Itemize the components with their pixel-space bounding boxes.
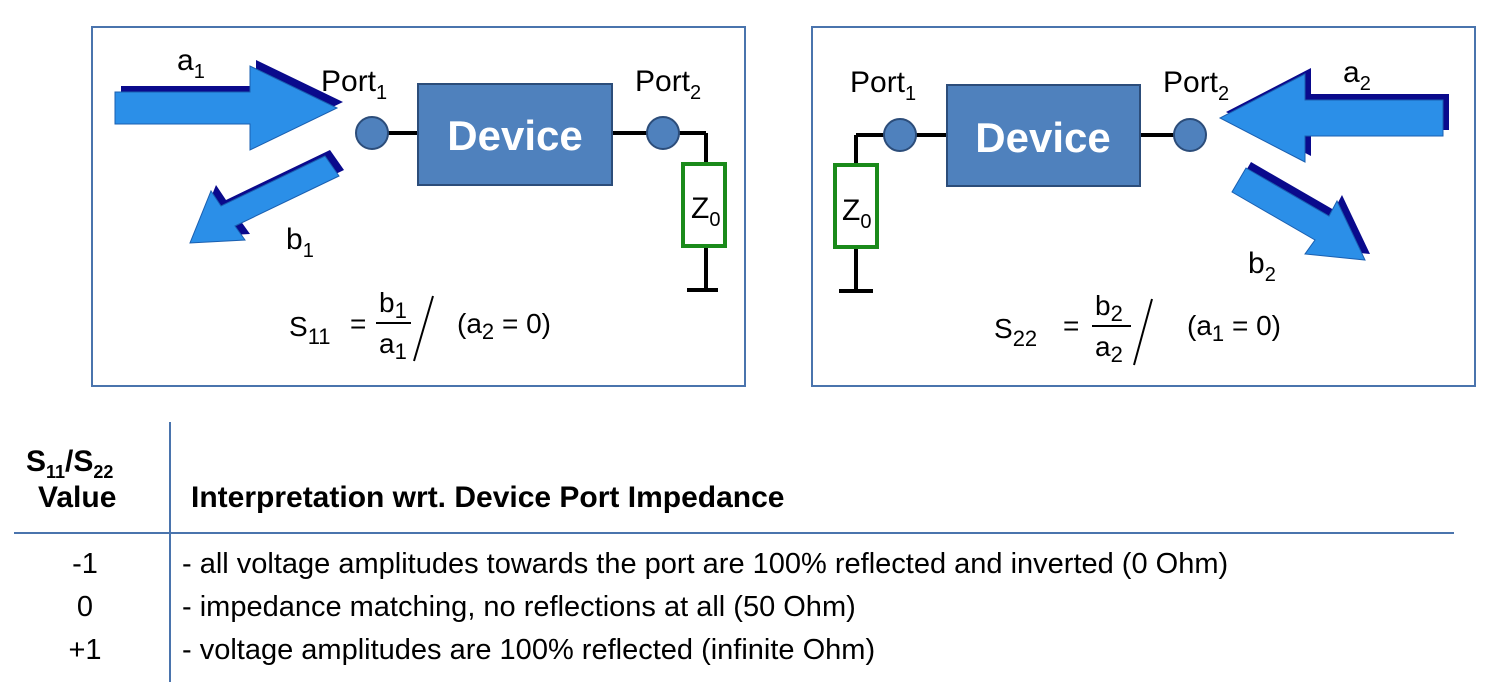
svg-text:S11: S11 xyxy=(289,311,331,349)
svg-text:(a1 = 0): (a1 = 0) xyxy=(1187,310,1281,346)
reflected-wave-arrow xyxy=(1231,162,1370,261)
header-interpretation: Interpretation wrt. Device Port Impedanc… xyxy=(191,481,785,514)
svg-text:Z0: Z0 xyxy=(842,194,871,233)
s11-equation: S11 = b1 a1 (a2 = 0) xyxy=(289,287,551,364)
svg-text:Z0: Z0 xyxy=(691,192,720,231)
port2-subscript: 2 xyxy=(690,82,701,104)
port2-terminal xyxy=(1173,118,1207,152)
reflected-wave-arrow xyxy=(189,150,344,244)
reflected-label: b xyxy=(286,223,303,256)
port2-subscript: 2 xyxy=(1218,83,1229,105)
device-box xyxy=(946,84,1141,187)
port1-subscript: 1 xyxy=(376,82,387,104)
s22-diagram: Device Z0 a2 b2 Port1 Port2 S22 = b2 a2 … xyxy=(833,56,1449,367)
header-value-line2: Value xyxy=(38,481,117,514)
incident-subscript: 1 xyxy=(194,61,205,83)
svg-text:a1: a1 xyxy=(177,44,205,83)
incident-label: a xyxy=(177,44,194,77)
load-impedance xyxy=(833,163,879,249)
svg-text:a2: a2 xyxy=(1343,56,1371,95)
svg-text:b1: b1 xyxy=(286,223,314,262)
load-impedance xyxy=(681,162,727,248)
svg-text:=: = xyxy=(1063,310,1079,341)
port1-label: Port xyxy=(850,66,906,99)
load-label: Z xyxy=(691,192,709,225)
s11-diagram-panel: Device Z0 a1 b1 Port1 Port2 S11 = b1 a1 … xyxy=(91,26,746,387)
port2-terminal xyxy=(646,116,680,150)
svg-text:Port2: Port2 xyxy=(635,65,701,104)
load-subscript: 0 xyxy=(709,209,720,231)
row-interpretation: - voltage amplitudes are 100% reflected … xyxy=(182,634,876,666)
svg-text:a1: a1 xyxy=(379,328,407,364)
reflected-subscript: 2 xyxy=(1265,264,1276,286)
s22-diagram-panel: Device Z0 a2 b2 Port1 Port2 S22 = b2 a2 … xyxy=(811,26,1476,387)
svg-text:b2: b2 xyxy=(1095,290,1123,326)
svg-text:Port2: Port2 xyxy=(1163,66,1229,105)
port1-terminal xyxy=(355,116,389,150)
svg-text:=: = xyxy=(350,308,366,339)
reflected-subscript: 1 xyxy=(303,240,314,262)
svg-text:(a2 = 0): (a2 = 0) xyxy=(457,308,551,344)
row-value: 0 xyxy=(76,591,94,623)
svg-text:b1: b1 xyxy=(379,287,407,323)
svg-text:b2: b2 xyxy=(1248,247,1276,286)
incident-wave-arrow xyxy=(114,60,343,151)
device-label: Device xyxy=(975,114,1110,161)
s11-diagram: Device Z0 a1 b1 Port1 Port2 S11 = b1 a1 … xyxy=(114,44,727,364)
incident-label: a xyxy=(1343,56,1360,89)
svg-text:Port1: Port1 xyxy=(321,65,387,104)
reflected-label: b xyxy=(1248,247,1265,280)
svg-text:S22: S22 xyxy=(994,313,1037,351)
port1-terminal xyxy=(883,118,917,152)
port2-label: Port xyxy=(635,65,691,98)
incident-wave-arrow xyxy=(1218,68,1449,163)
device-label: Device xyxy=(447,112,582,159)
s22-equation: S22 = b2 a2 (a1 = 0) xyxy=(994,290,1281,367)
load-label: Z xyxy=(842,194,860,227)
row-value: -1 xyxy=(72,548,98,580)
row-interpretation: - impedance matching, no reflections at … xyxy=(182,591,856,623)
svg-text:Port1: Port1 xyxy=(850,66,916,105)
port1-label: Port xyxy=(321,65,377,98)
port1-subscript: 1 xyxy=(905,83,916,105)
device-box xyxy=(417,83,613,186)
port2-label: Port xyxy=(1163,66,1219,99)
header-value-line1: S11/S22 xyxy=(26,445,114,482)
row-interpretation: - all voltage amplitudes towards the por… xyxy=(182,548,1229,580)
load-subscript: 0 xyxy=(860,211,871,233)
svg-text:a2: a2 xyxy=(1095,331,1123,367)
row-value: +1 xyxy=(68,634,102,666)
incident-subscript: 2 xyxy=(1360,73,1371,95)
